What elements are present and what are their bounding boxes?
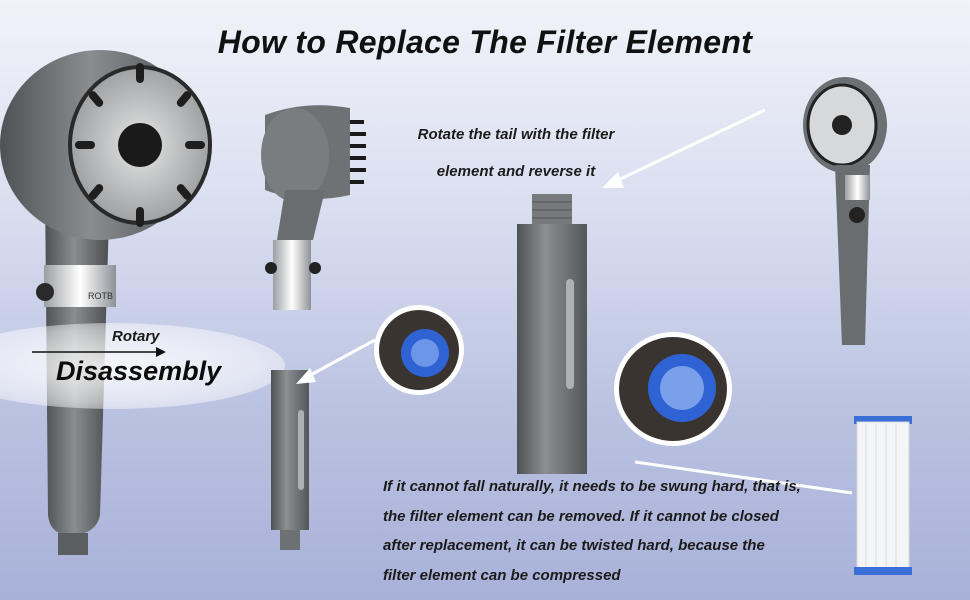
disassembly-highlight bbox=[0, 323, 285, 409]
filter-housing bbox=[517, 194, 587, 474]
filter-tube-small bbox=[271, 370, 309, 550]
shower-head-large: ROTB bbox=[0, 50, 212, 555]
note-line-2: the filter element can be removed. If it… bbox=[383, 507, 779, 525]
rotate-caption: Rotate the tail with the filter element … bbox=[396, 116, 636, 190]
disassembly-label: Disassembly bbox=[56, 356, 222, 386]
shower-head-right bbox=[803, 77, 887, 345]
note-line-1: If it cannot fall naturally, it needs to… bbox=[383, 478, 801, 495]
instruction-note: If it cannot fall naturally, it needs to… bbox=[383, 472, 863, 590]
note-line-3: after replacement, it can be twisted har… bbox=[383, 537, 765, 554]
note-line-4: filter element can be compressed bbox=[383, 566, 621, 584]
shower-head-side bbox=[261, 105, 366, 310]
rotate-caption-line-2: element and reverse it bbox=[436, 163, 596, 180]
filter-zoom-small bbox=[374, 305, 464, 395]
handle-label: ROTB bbox=[88, 291, 113, 301]
page-title: How to Replace The Filter Element bbox=[217, 24, 753, 60]
nozzle-ring bbox=[75, 63, 205, 227]
rotary-label: Rotary bbox=[112, 328, 160, 345]
filter-cartridge bbox=[854, 416, 912, 575]
rotary-arrow bbox=[32, 347, 166, 357]
filter-zoom-large bbox=[614, 332, 732, 446]
rotate-caption-line-1: Rotate the tail with the filter bbox=[417, 126, 615, 143]
